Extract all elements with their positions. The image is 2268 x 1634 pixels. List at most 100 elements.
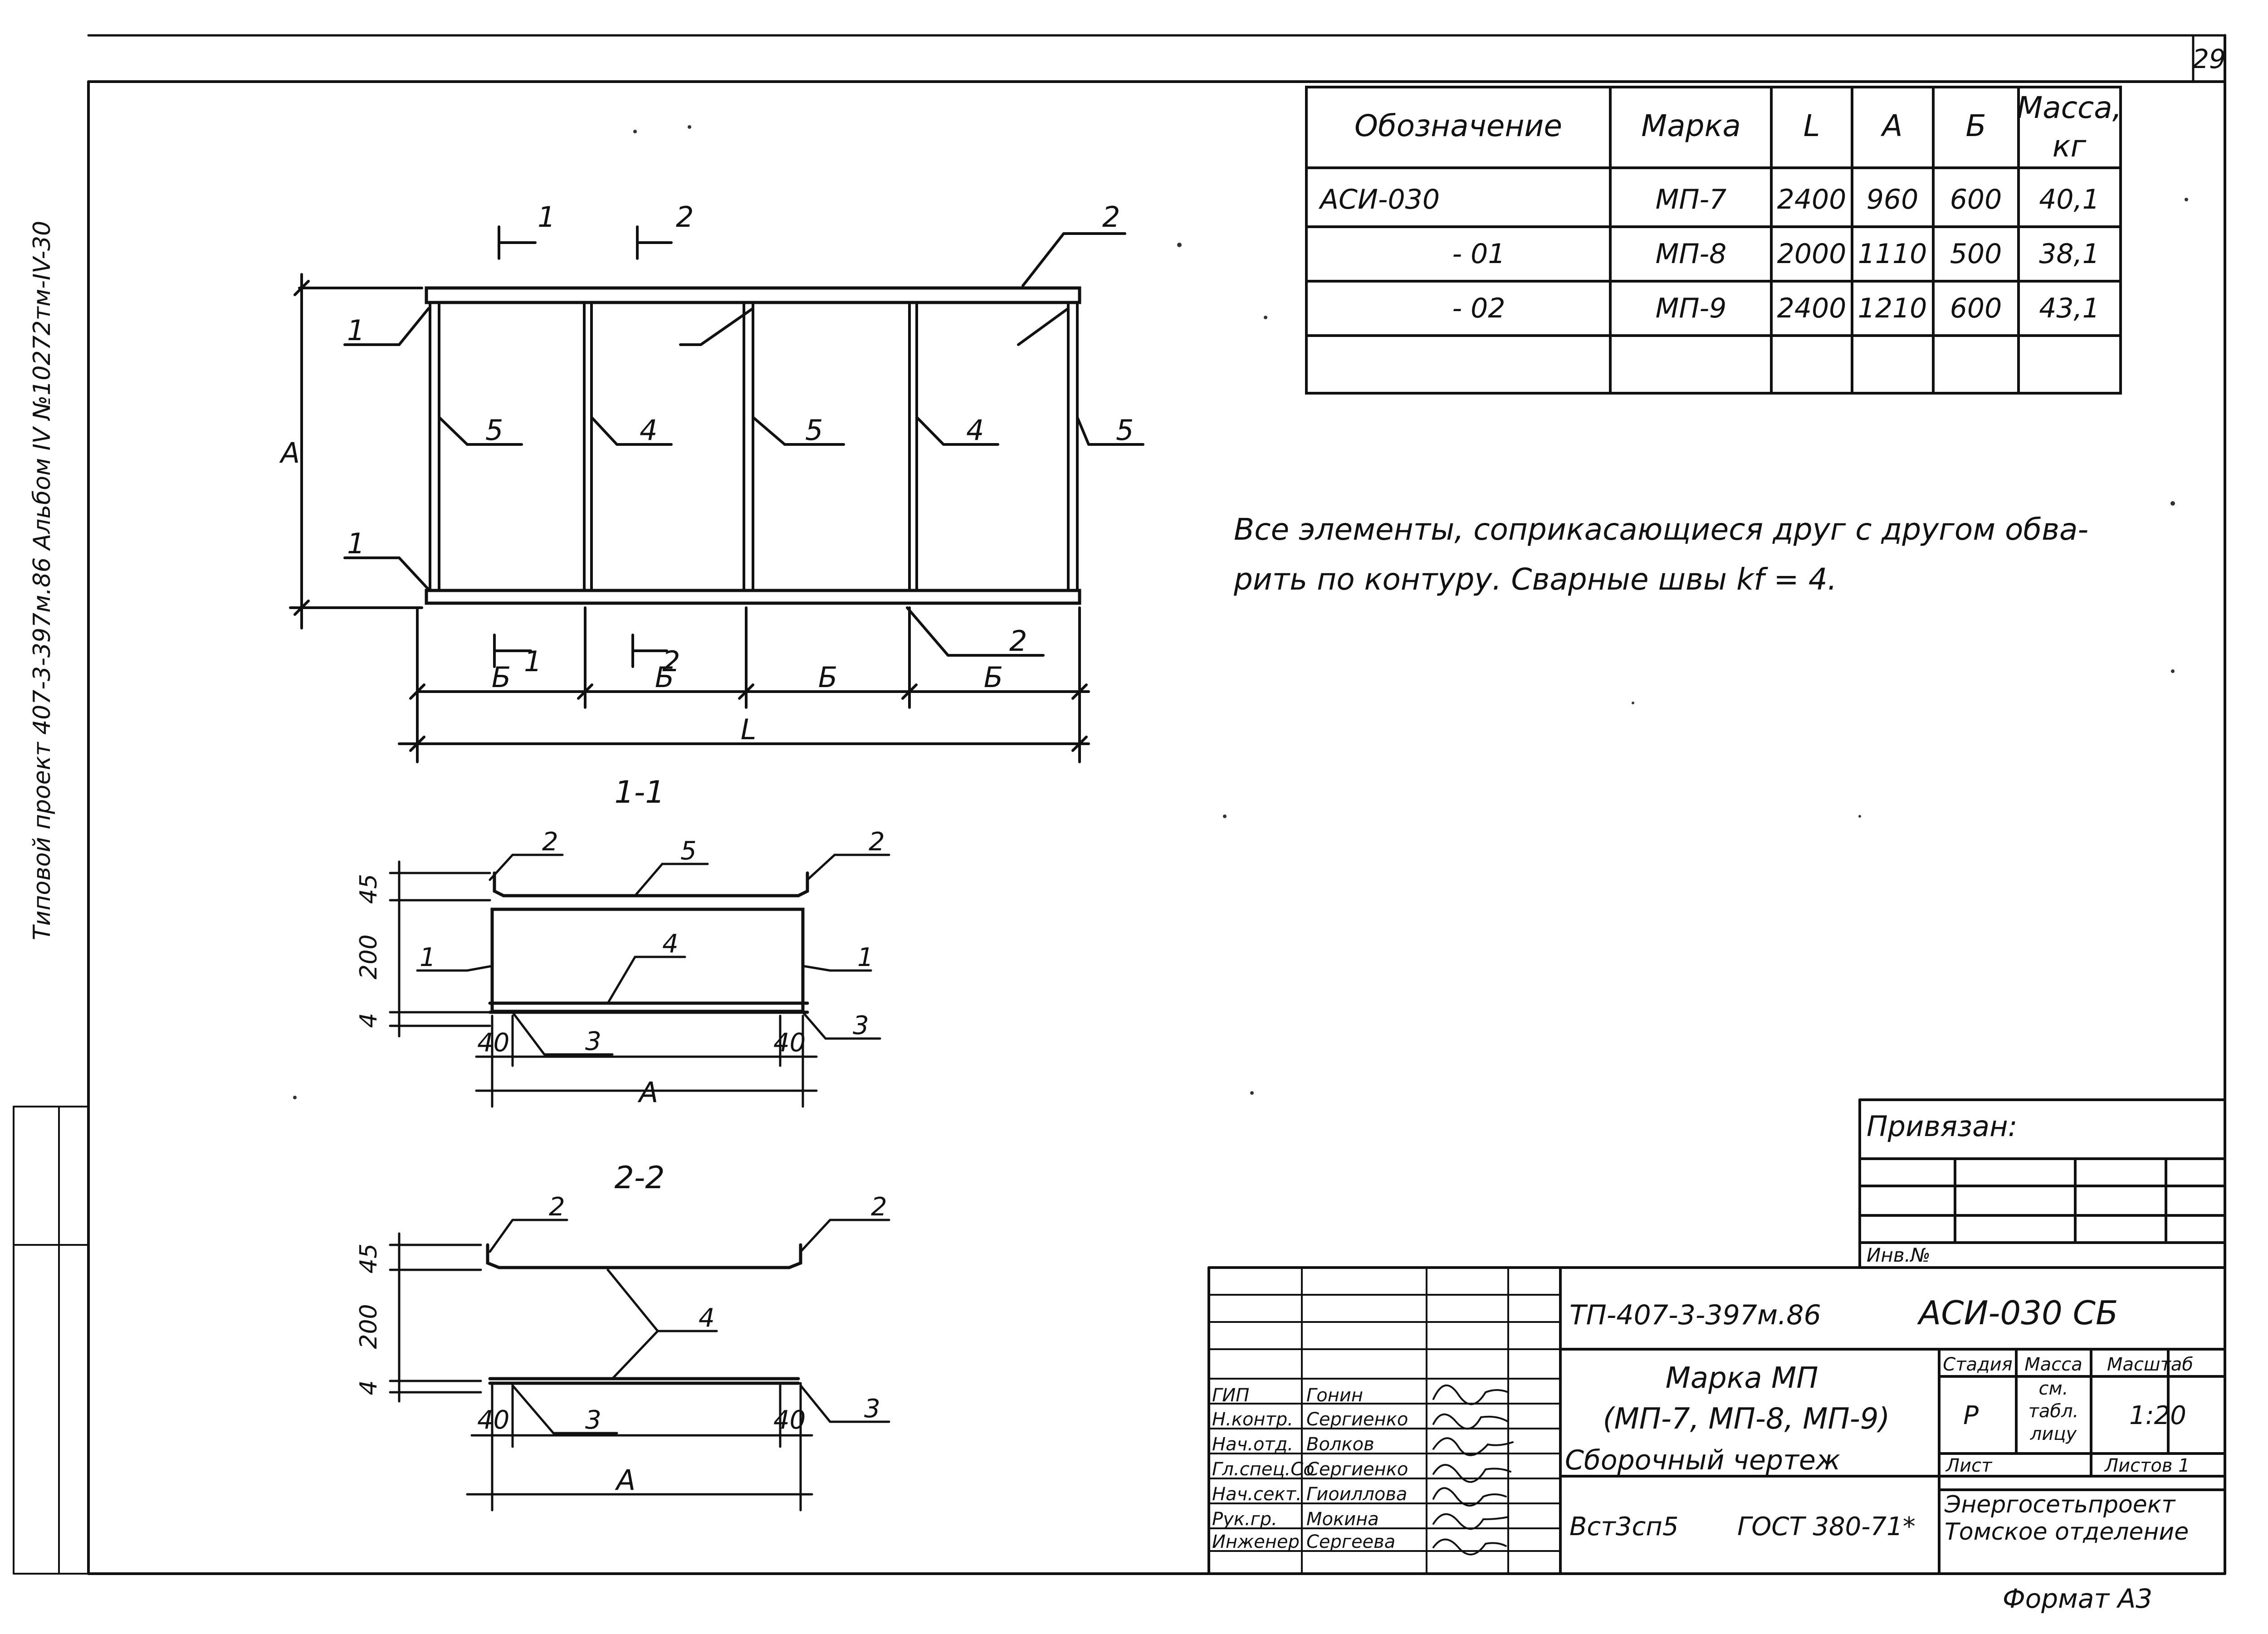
privyazan-block: Привязан: Инв.№ (1858, 1098, 2226, 1269)
tb-org-line1: Энергосетьпроект (1944, 1491, 2176, 1518)
spec-cell: - 02 (1452, 293, 1505, 324)
sec1-callout-1: 1 (420, 943, 436, 972)
plan-callout-4: 4 (640, 414, 657, 447)
section-mark-2: 2 (676, 200, 694, 234)
sec1-dim-40: 40 (773, 1028, 806, 1058)
spec-header-mass: Масса, (2017, 90, 2121, 125)
section-mark-2: 2 (662, 645, 680, 678)
tb-name: Сергеева (1306, 1532, 1395, 1552)
plan-dim-L: L (741, 713, 757, 746)
section-mark-1: 1 (524, 645, 542, 678)
note-line-2: рить по контуру. Сварные швы kf = 4. (1233, 562, 1837, 597)
sec2-dim-200: 200 (355, 1304, 382, 1349)
inv-label: Инв.№ (1867, 1244, 1931, 1266)
format-label: Формат А3 (2003, 1583, 2152, 1614)
sec1-callout-2: 2 (542, 827, 558, 857)
spec-cell: 2400 (1777, 293, 1847, 324)
tb-name: Волков (1306, 1434, 1374, 1455)
tb-org-line2: Томское отделение (1945, 1518, 2189, 1546)
sec1-callout-5: 5 (680, 836, 697, 866)
spec-cell: 38,1 (2039, 238, 2100, 270)
section-1-1: 1-1 45 (355, 775, 890, 1109)
sec2-callout-3: 3 (864, 1394, 880, 1424)
sec1-dim-45: 45 (355, 874, 382, 904)
plan-dim-B: Б (818, 661, 838, 694)
tb-role: ГИП (1212, 1385, 1249, 1406)
signature-marks (1432, 1385, 1514, 1556)
tb-name-line2: (МП-7, МП-8, МП-9) (1603, 1402, 1890, 1436)
tb-gost: ГОСТ 380-71* (1737, 1512, 1916, 1541)
sec1-dim-40: 40 (477, 1028, 509, 1058)
title-block: ГИП Гонин Н.контр. Сергиенко Нач.отд. Во… (1207, 1266, 2226, 1575)
sec2-dim-4: 4 (355, 1380, 382, 1395)
sec1-callout-1: 1 (857, 943, 874, 972)
tb-scale-value: 1:20 (2129, 1401, 2186, 1430)
section-2-2: 2-2 45 200 (355, 1160, 890, 1512)
sec1-callout-3: 3 (585, 1027, 601, 1056)
plan-dim-B: Б (655, 661, 675, 694)
spec-cell: - 01 (1452, 238, 1505, 270)
spec-cell: 2400 (1777, 184, 1847, 215)
sec2-callout-2: 2 (871, 1192, 887, 1222)
spec-table: Обозначение Марка L A Б Масса, кг АСИ-03… (1305, 86, 2122, 395)
plan-callout-5: 5 (805, 414, 823, 447)
tb-role: Н.контр. (1212, 1409, 1293, 1430)
plan-callout-2: 2 (1009, 624, 1027, 658)
plan-callout-5: 5 (1116, 414, 1134, 447)
spec-cell: 2000 (1777, 238, 1847, 270)
tb-name: Сергиенко (1306, 1409, 1408, 1430)
spec-cell: 960 (1867, 184, 1919, 215)
section-mark-1: 1 (538, 200, 555, 234)
sec1-callout-2: 2 (869, 827, 885, 857)
tb-name-line1: Марка МП (1666, 1361, 1818, 1395)
tb-role: Гл.спец.Со (1212, 1459, 1315, 1480)
scan-noise (293, 125, 2188, 1099)
spec-cell: 43,1 (2039, 293, 2100, 324)
plan-callout-1: 1 (347, 314, 365, 347)
spec-header-designation: Обозначение (1354, 108, 1562, 143)
tb-project-code: ТП-407-3-397м.86 (1569, 1299, 1821, 1331)
sec2-dim-40: 40 (773, 1405, 806, 1435)
tb-role: Нач.отд. (1212, 1434, 1293, 1455)
plan-callout-2: 2 (1102, 200, 1120, 234)
spec-cell: АСИ-030 (1318, 184, 1440, 215)
page-number: 29 (2192, 44, 2226, 74)
spec-cell: 1110 (1858, 238, 1927, 270)
plan-callout-1: 1 (347, 527, 365, 560)
sec2-callout-4: 4 (699, 1303, 715, 1333)
sec1-callout-3: 3 (853, 1011, 869, 1040)
spec-cell: 600 (1950, 184, 2002, 215)
side-stamp: Типовой проект 407-3-397м.86 Альбом IV №… (29, 221, 56, 940)
tb-mass-value: лицу (2030, 1424, 2077, 1444)
tb-sheets-label: Листов 1 (2104, 1455, 2190, 1476)
tb-mass-value: см. (2039, 1378, 2068, 1399)
plan-dim-B: Б (492, 661, 511, 694)
section-2-title: 2-2 (614, 1160, 665, 1196)
sec2-dim-40: 40 (477, 1405, 509, 1435)
sec1-dim-A: А (637, 1076, 658, 1109)
spec-cell: МП-8 (1656, 238, 1727, 270)
spec-cell: 1210 (1858, 293, 1927, 324)
spec-cell: 600 (1950, 293, 2002, 324)
tb-doc-code: АСИ-030 СБ (1917, 1294, 2118, 1332)
tb-stage-value: Р (1963, 1401, 1979, 1430)
sec1-callout-4: 4 (662, 929, 679, 959)
tb-name: Гиоиллова (1306, 1484, 1407, 1505)
tb-role: Рук.гр. (1212, 1509, 1277, 1530)
sheet-frame (13, 34, 2226, 1575)
tb-name: Сергиенко (1306, 1459, 1408, 1480)
plan-dim-B: Б (984, 661, 1003, 694)
plan-view: 2 1 1 2 5 4 5 4 5 А Б Б Б Б L 1 2 1 2 (279, 200, 1144, 763)
plan-callout-5: 5 (485, 414, 503, 447)
spec-header-mark: Марка (1641, 108, 1741, 143)
note-line-1: Все элементы, соприкасающиеся друг с дру… (1234, 512, 2088, 547)
spec-cell: 500 (1950, 238, 2002, 270)
tb-stage-label: Стадия (1943, 1354, 2012, 1375)
plan-dim-A: А (279, 436, 300, 469)
tb-name: Мокина (1306, 1509, 1379, 1530)
tb-mass-label: Масса (2024, 1354, 2082, 1375)
tb-mass-value: табл. (2028, 1401, 2079, 1422)
sec2-callout-2: 2 (549, 1192, 565, 1222)
tb-scale-label: Масштаб (2107, 1354, 2193, 1375)
